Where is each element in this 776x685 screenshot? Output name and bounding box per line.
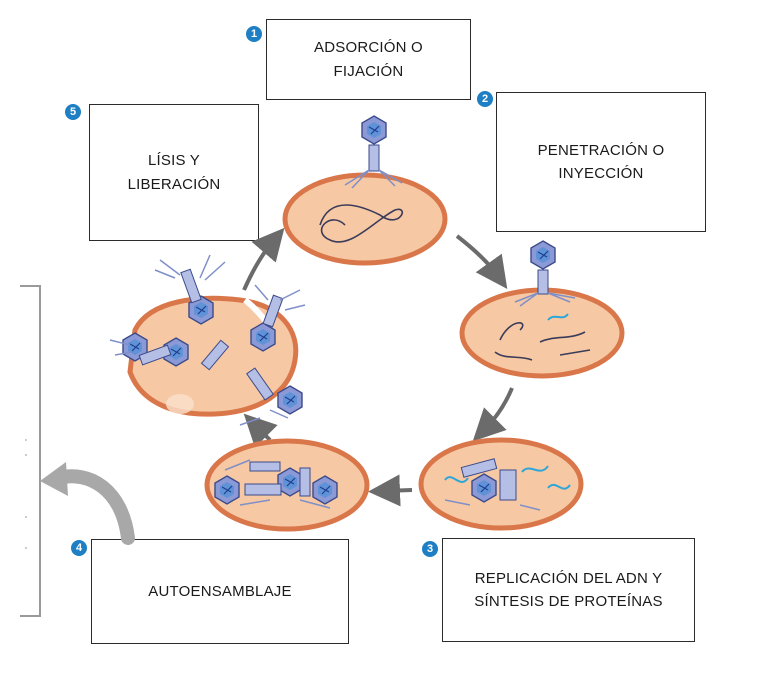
arrow-4-to-5 — [243, 413, 278, 448]
cell-replication — [418, 437, 584, 531]
cell-adsorption — [282, 115, 448, 266]
step-box-replication: REPLICACIÓN DEL ADN Y SÍNTESIS DE PROTEÍ… — [442, 538, 695, 642]
cell-penetration — [459, 240, 625, 379]
step-box-adsorption: ADSORCIÓN O FIJACIÓN — [266, 19, 471, 100]
step-label-adsorption: ADSORCIÓN O FIJACIÓN — [314, 39, 423, 80]
step-label-lysis: LÍSIS Y LIBERACIÓN — [127, 152, 221, 193]
step-label-assembly: AUTOENSAMBLAJE — [148, 582, 292, 600]
large-curved-arrow — [51, 469, 135, 545]
step-label-penetration: PENETRACIÓN O INYECCIÓN — [537, 141, 665, 182]
arrow-5-to-1 — [242, 227, 285, 291]
arrow-3-to-4 — [368, 474, 413, 507]
large-arrow-head — [40, 462, 68, 496]
step-badge-1: 1 — [246, 26, 262, 42]
step-box-lysis: LÍSIS Y LIBERACIÓN — [89, 104, 259, 241]
step-box-penetration: PENETRACIÓN O INYECCIÓN — [496, 92, 706, 232]
step-badge-3: 3 — [422, 541, 438, 557]
step-badge-5: 5 — [65, 104, 81, 120]
cell-lysis — [109, 254, 306, 426]
arrow-2-to-3 — [472, 387, 514, 442]
step-box-assembly: AUTOENSAMBLAJE — [91, 539, 349, 644]
step-label-replication: REPLICACIÓN DEL ADN Y SÍNTESIS DE PROTEÍ… — [474, 569, 663, 610]
step-badge-4: 4 — [71, 540, 87, 556]
arrow-1-to-2 — [455, 234, 508, 290]
cell-assembly — [204, 438, 370, 532]
left-bracket — [20, 285, 41, 617]
step-badge-2: 2 — [477, 91, 493, 107]
